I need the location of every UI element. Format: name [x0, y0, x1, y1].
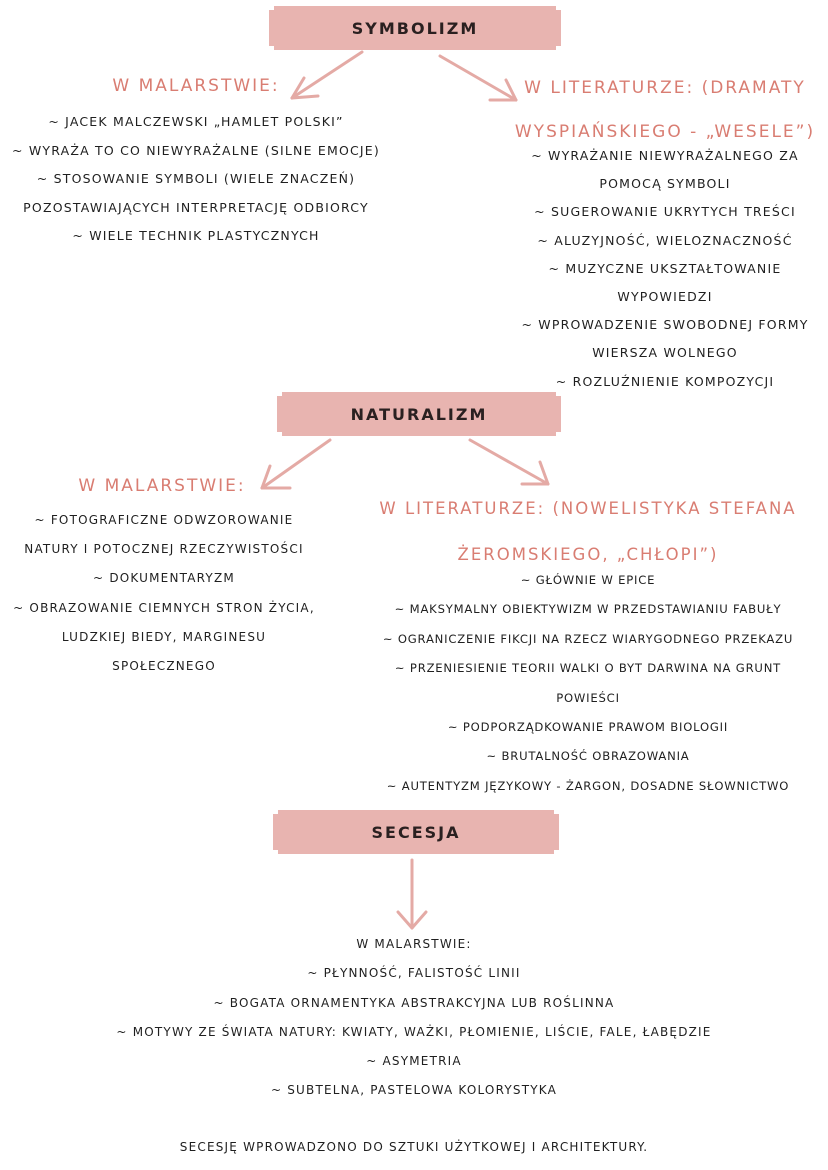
- heading-line: ŻEROMSKIEGO, „CHŁOPI”): [457, 545, 719, 564]
- symbolizm-painting-list: ~ JACEK MALCZEWSKI „HAMLET POLSKI” ~ WYR…: [0, 108, 392, 251]
- naturalizm-painting-list: ~ FOTOGRAFICZNE ODWZOROWANIE NATURY I PO…: [0, 506, 328, 681]
- list-item: ~ MUZYCZNE UKSZTAŁTOWANIE: [548, 260, 782, 276]
- symbolizm-painting-heading: W MALARSTWIE:: [112, 76, 280, 96]
- section-title-secesja: SECESJA: [371, 822, 461, 842]
- list-item: ~ OGRANICZENIE FIKCJI NA RZECZ WIARYGODN…: [382, 631, 794, 646]
- arrow-naturalizm-left: [260, 438, 332, 490]
- list-item: ~ GŁÓWNIE W EPICE: [520, 573, 656, 587]
- banner-naturalizm: NATURALIZM: [277, 392, 561, 436]
- naturalizm-literature-list: ~ GŁÓWNIE W EPICE ~ MAKSYMALNY OBIEKTYWI…: [348, 566, 828, 801]
- section-title-symbolizm: SYMBOLIZM: [351, 18, 479, 38]
- secesja-painting-list: W MALARSTWIE: ~ PŁYNNOŚĆ, FALISTOŚĆ LINI…: [0, 930, 828, 1106]
- symbolizm-literature-list: ~ WYRAŻANIE NIEWYRAŻALNEGO ZA POMOCĄ SYM…: [500, 142, 828, 396]
- list-item: ~ ROZLUŹNIENIE KOMPOZYCJI: [555, 373, 775, 389]
- section-title-naturalizm: NATURALIZM: [350, 404, 488, 424]
- list-item: ~ PŁYNNOŚĆ, FALISTOŚĆ LINII: [307, 966, 521, 981]
- list-item: ~ JACEK MALCZEWSKI „HAMLET POLSKI”: [48, 114, 344, 129]
- list-item: ~ PRZENIESIENIE TEORII WALKI O BYT DARWI…: [394, 661, 782, 676]
- arrow-symbolizm-right: [438, 54, 518, 102]
- list-item: ~ ALUZYJNOŚĆ, WIELOZNACZNOŚĆ: [537, 232, 793, 248]
- arrow-naturalizm-right: [468, 438, 550, 486]
- list-item: ~ WPROWADZENIE SWOBODNEJ FORMY: [521, 317, 809, 333]
- list-heading: W MALARSTWIE:: [356, 937, 472, 951]
- banner-secesja: SECESJA: [273, 810, 559, 854]
- list-item: ~ MOTYWY ZE ŚWIATA NATURY: KWIATY, WAŻKI…: [116, 1024, 712, 1039]
- list-item: ~ SUGEROWANIE UKRYTYCH TREŚCI: [534, 204, 796, 220]
- list-item: ~ AUTENTYZM JĘZYKOWY - ŻARGON, DOSADNE S…: [386, 778, 790, 793]
- list-item: ~ BOGATA ORNAMENTYKA ABSTRAKCYJNA LUB RO…: [213, 995, 615, 1010]
- list-item: WYPOWIEDZI: [617, 289, 713, 305]
- heading-line: W LITERATURZE: (NOWELISTYKA STEFANA: [379, 499, 797, 518]
- list-item: WIERSZA WOLNEGO: [592, 345, 738, 361]
- list-item: ~ PODPORZĄDKOWANIE PRAWOM BIOLOGII: [447, 720, 729, 735]
- list-item: POZOSTAWIAJĄCYCH INTERPRETACJĘ ODBIORCY: [23, 199, 369, 215]
- list-item: ~ ASYMETRIA: [366, 1054, 462, 1069]
- list-item: ~ WYRAŻA TO CO NIEWYRAŻALNE (SILNE EMOCJ…: [11, 142, 380, 158]
- list-item: ~ WIELE TECHNIK PLASTYCZNYCH: [72, 228, 320, 243]
- secesja-note: SECESJĘ WPROWADZONO DO SZTUKI UŻYTKOWEJ …: [179, 1140, 649, 1154]
- naturalizm-painting-heading: W MALARSTWIE:: [78, 476, 246, 496]
- arrow-symbolizm-left: [290, 50, 364, 100]
- list-item: ~ STOSOWANIE SYMBOLI (WIELE ZNACZEŃ): [36, 171, 356, 186]
- list-item: ~ SUBTELNA, PASTELOWA KOLORYSTYKA: [270, 1083, 558, 1098]
- list-item: NATURY I POTOCZNEJ RZECZYWISTOŚCI: [24, 542, 304, 557]
- list-item: ~ MAKSYMALNY OBIEKTYWIZM W PRZEDSTAWIANI…: [394, 602, 782, 617]
- list-item: SPOŁECZNEGO: [112, 659, 216, 674]
- list-item: ~ DOKUMENTARYZM: [93, 571, 235, 586]
- naturalizm-literature-heading: W LITERATURZE: (NOWELISTYKA STEFANA ŻERO…: [348, 486, 828, 578]
- list-item: POMOCĄ SYMBOLI: [599, 176, 731, 192]
- heading-line: WYSPIAŃSKIEGO - „WESELE”): [514, 122, 816, 142]
- list-item: ~ BRUTALNOŚĆ OBRAZOWANIA: [486, 749, 690, 764]
- list-item: ~ FOTOGRAFICZNE ODWZOROWANIE: [34, 513, 294, 527]
- list-item: ~ OBRAZOWANIE CIEMNYCH STRON ŻYCIA,: [13, 600, 315, 615]
- list-item: LUDZKIEJ BIEDY, MARGINESU: [61, 629, 267, 644]
- arrow-secesja-down: [396, 858, 428, 930]
- list-item: POWIEŚCI: [556, 690, 620, 705]
- list-item: ~ WYRAŻANIE NIEWYRAŻALNEGO ZA: [531, 148, 799, 163]
- symbolizm-literature-heading: W LITERATURZE: (DRAMATY WYSPIAŃSKIEGO - …: [500, 66, 828, 154]
- heading-line: W LITERATURZE: (DRAMATY: [524, 78, 806, 98]
- banner-symbolizm: SYMBOLIZM: [269, 6, 561, 50]
